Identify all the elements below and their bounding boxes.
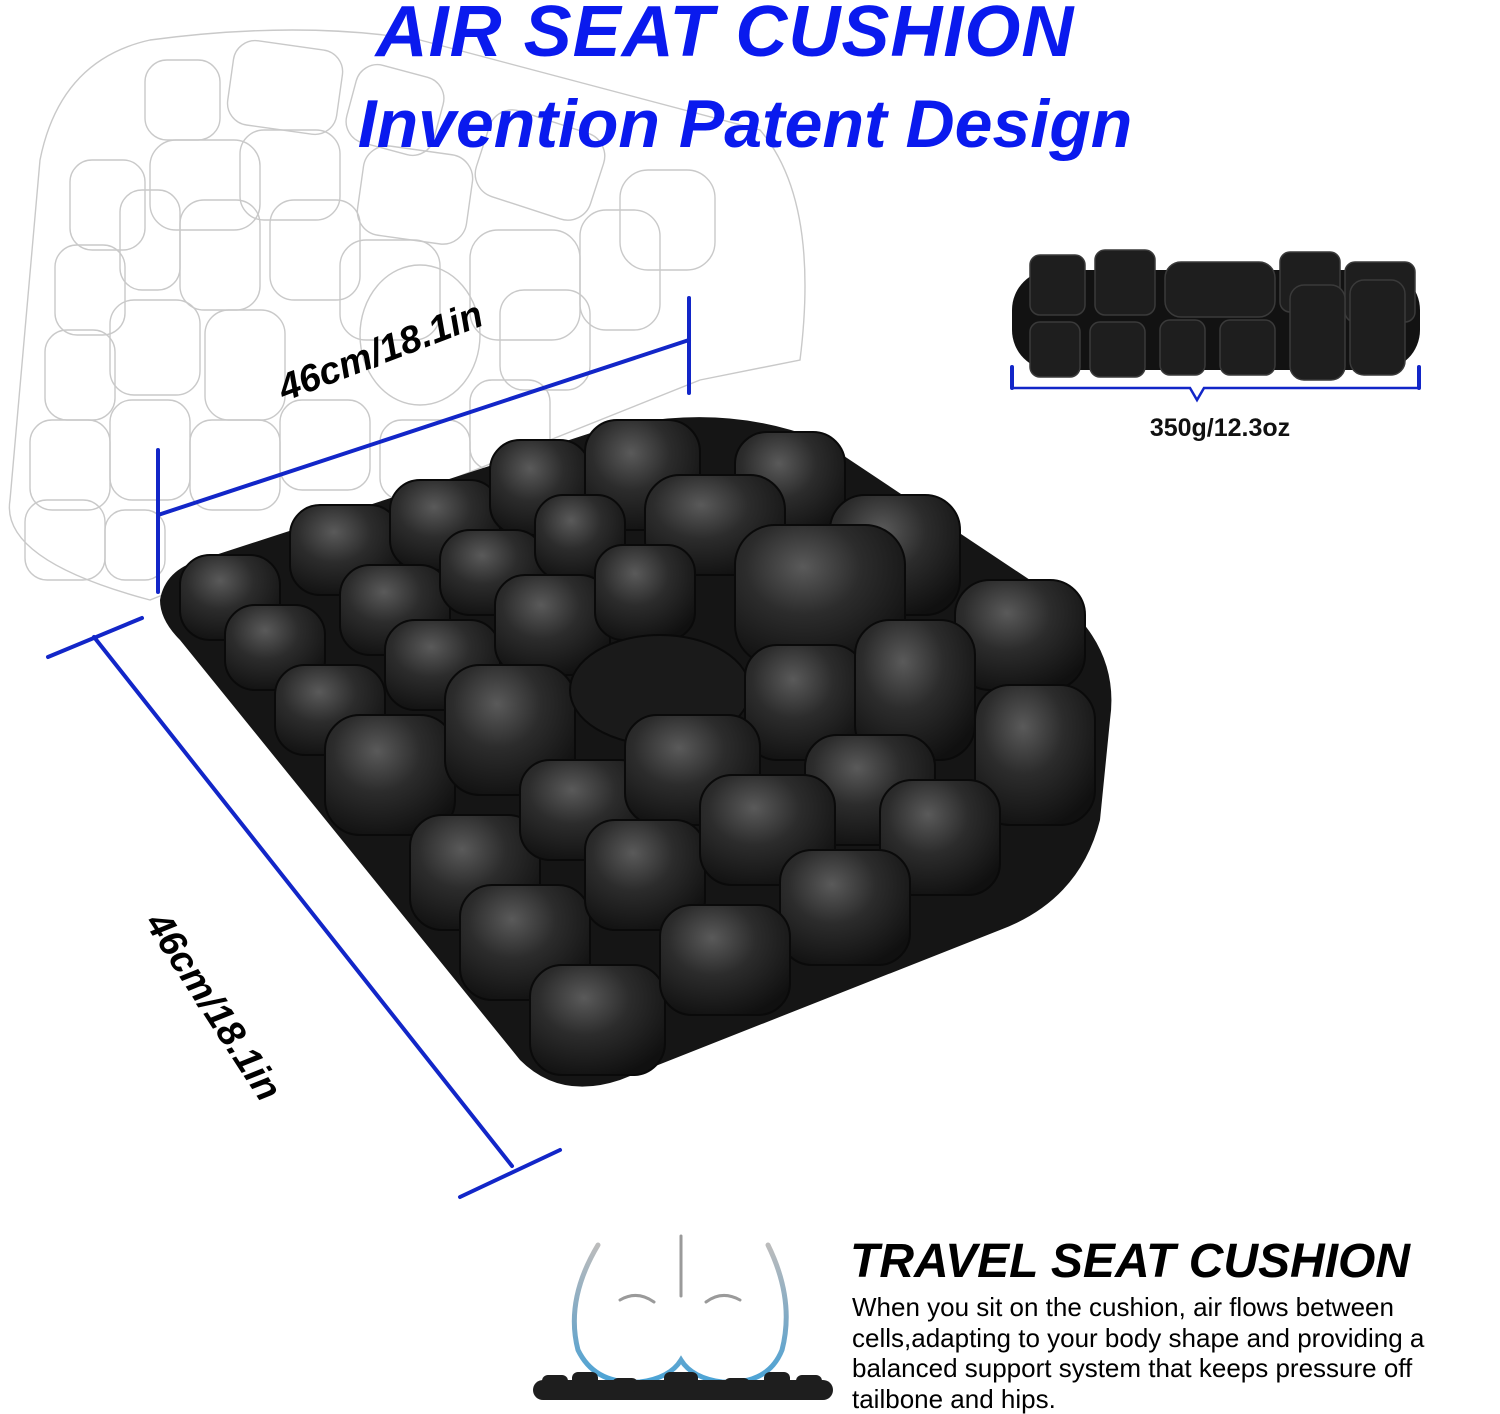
weight-label: 350g/12.3oz (1149, 414, 1291, 442)
travel-section-body: When you sit on the cushion, air flows b… (852, 1292, 1425, 1414)
width-dimension-line (156, 338, 691, 517)
page-subtitle: Invention Patent Design (357, 86, 1133, 162)
depth-dimension-line (92, 635, 514, 1168)
weight-bracket-line (1010, 386, 1421, 403)
travel-section-heading: TRAVEL SEAT CUSHION (850, 1235, 1411, 1288)
depth-dimension-end-bottom (458, 1148, 562, 1199)
page-title: AIR SEAT CUSHION (375, 0, 1075, 72)
